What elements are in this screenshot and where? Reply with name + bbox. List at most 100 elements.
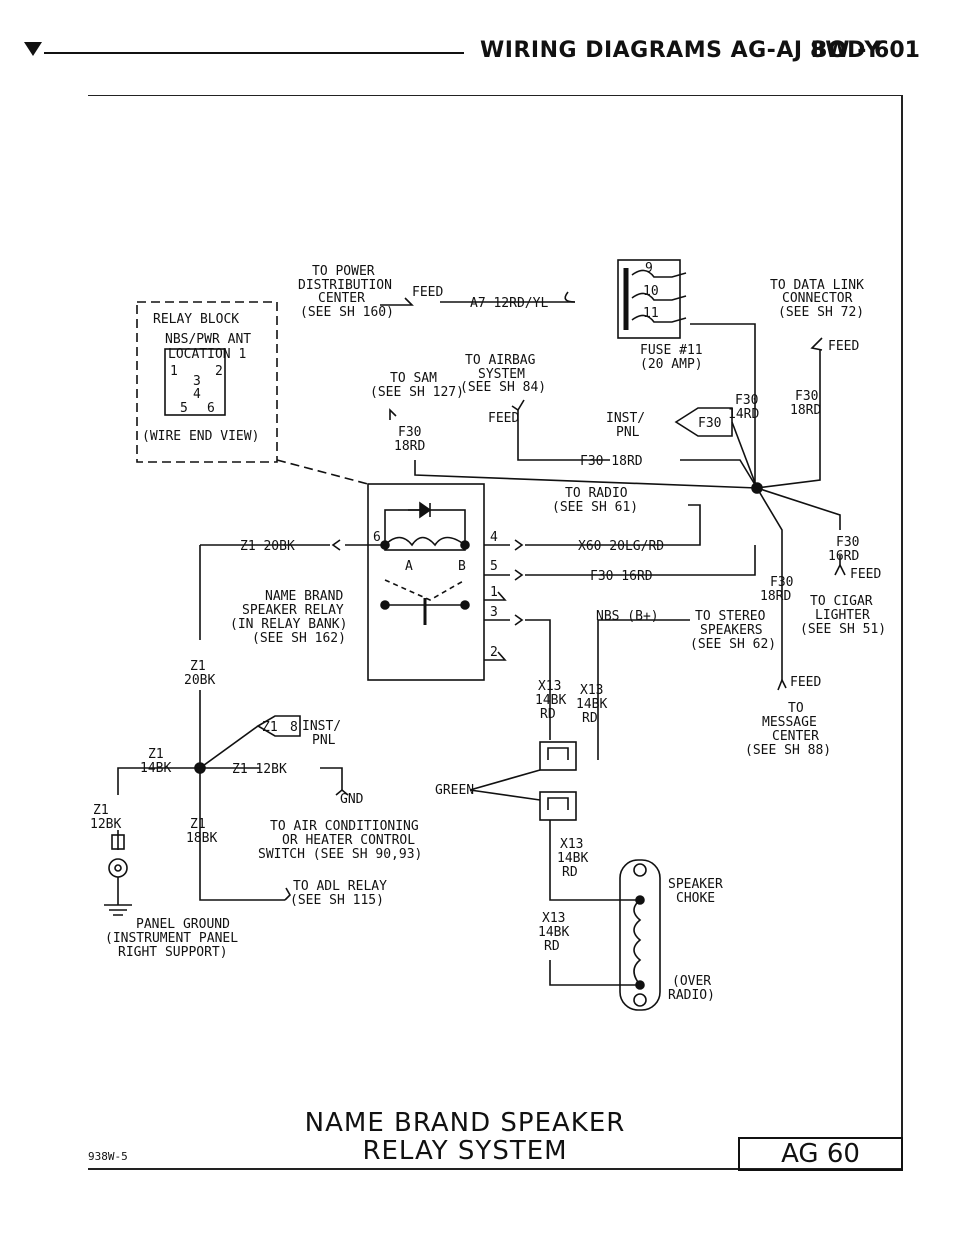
- sam-f30: F30: [398, 425, 421, 440]
- relay-contact-link: [384, 579, 466, 601]
- footer-title-line1: NAME BRAND SPEAKER: [304, 1108, 626, 1138]
- f30-16rd-right-wire: [756, 487, 841, 530]
- panel-ground-1: PANEL GROUND: [136, 917, 230, 932]
- z1-14bk-2: 14BK: [140, 761, 171, 776]
- relay-block-socket: [164, 348, 226, 416]
- relay-contact-a: A: [405, 559, 413, 574]
- fuse-num-9: 9: [645, 261, 653, 276]
- choke-1: SPEAKER: [668, 877, 723, 892]
- relay-pin-1: 1: [490, 585, 498, 600]
- relay-name-3: (IN RELAY BANK): [230, 617, 347, 632]
- green-label: GREEN: [435, 783, 474, 798]
- green-leader-lower: [469, 789, 541, 801]
- data-link-wire: [756, 350, 821, 489]
- relay-pin-4: 4: [490, 530, 498, 545]
- fuse-11-output-wire: [690, 323, 756, 488]
- green-connector-upper: [539, 741, 577, 771]
- airbag-1: TO AIRBAG: [465, 353, 536, 368]
- power-dist-2: DISTRIBUTION: [298, 278, 392, 293]
- over-radio-1: (OVER: [672, 974, 711, 989]
- x13-d-2: 14BK: [538, 925, 569, 940]
- f30-18rd-r2: 18RD: [790, 403, 821, 418]
- x60-wire: [525, 504, 701, 546]
- z1-12bk-left-1: Z1: [93, 803, 109, 818]
- wire-f30-18rd: F30 18RD: [580, 454, 643, 469]
- pin4-connector: [514, 539, 524, 551]
- relay-coil: [384, 536, 466, 547]
- message-feed: FEED: [790, 675, 821, 690]
- relay-name-2: SPEAKER RELAY: [242, 603, 344, 618]
- sam-to-splice: [414, 460, 758, 489]
- sam-1: TO SAM: [390, 371, 437, 386]
- relay-node-3: [460, 600, 470, 610]
- speaker-relay-box: [367, 483, 485, 681]
- inst-pnl-to-splice-z1: [199, 725, 259, 769]
- wire-a7: A7 12RD/YL: [470, 296, 548, 311]
- pin5-connector: [514, 569, 524, 581]
- f30-14rd-2: 14RD: [728, 407, 759, 422]
- f30-18rd-low-1: F30: [770, 575, 793, 590]
- wire-z1-12bk: Z1 12BK: [232, 762, 287, 777]
- relay-block-subtitle: NBS/PWR ANT: [165, 332, 251, 347]
- x13-b-3: RD: [582, 711, 598, 726]
- x13-c-1: X13: [560, 837, 583, 852]
- choke-coil: [633, 899, 642, 986]
- labels: RELAY BLOCK NBS/PWR ANT LOCATION 1 (WIRE…: [90, 261, 886, 1003]
- f30-16rd-right-1: F30: [836, 535, 859, 550]
- relay-name-1: NAME BRAND: [265, 589, 343, 604]
- relay-block-pinout: 1 2 3 4 5 6: [170, 364, 223, 416]
- ground-eyelet: [108, 858, 128, 878]
- radio-1: TO RADIO: [565, 486, 628, 501]
- relay-pin-3: 3: [490, 605, 498, 620]
- relay-pin-6: 6: [373, 530, 381, 545]
- fuse-10: [631, 292, 687, 301]
- power-dist-4: (SEE SH 160): [300, 305, 394, 320]
- power-dist-1: TO POWER: [312, 264, 375, 279]
- fuse-num-10: 10: [643, 284, 659, 299]
- relay-block-box: [136, 301, 278, 463]
- nbs-label: NBS (B+): [596, 609, 659, 624]
- relay-block-title: RELAY BLOCK: [153, 312, 239, 327]
- header-triangle-icon: [24, 42, 42, 56]
- pin3-connector: [514, 614, 524, 626]
- x13-d-1: X13: [542, 911, 565, 926]
- lower-plug-pins: [547, 797, 569, 810]
- z1-14bk-1: Z1: [148, 747, 164, 762]
- x13-lower-wire-2: [549, 960, 640, 986]
- power-feed-arrow: [380, 297, 414, 306]
- data-link-1: TO DATA LINK: [770, 278, 864, 293]
- airbag-2: SYSTEM: [478, 367, 525, 382]
- x13-a-2: 14BK: [535, 693, 566, 708]
- gnd-label: GND: [340, 792, 364, 807]
- airbag-feed-wire: [517, 410, 610, 461]
- choke-node-top: [635, 895, 645, 905]
- wire-f30-16rd: F30 16RD: [590, 569, 653, 584]
- z1-20bk-connector: [331, 539, 341, 551]
- airbag-to-splice: [680, 459, 758, 489]
- ground-terminal: [111, 834, 125, 850]
- airbag-feed-arrow: [511, 399, 525, 412]
- data-link-2: CONNECTOR: [782, 291, 853, 306]
- choke-2: CHOKE: [676, 891, 715, 906]
- adl-connector: [284, 887, 291, 901]
- a7-connector: [564, 291, 576, 303]
- cigar-feed: FEED: [850, 567, 881, 582]
- data-link-feed: FEED: [828, 339, 859, 354]
- header-title: WIRING DIAGRAMS AG-AJ BODY: [480, 38, 881, 63]
- fuse-9: [631, 269, 687, 278]
- relay-block-location: LOCATION 1: [168, 347, 246, 362]
- rb-pin-4: 4: [193, 387, 201, 402]
- cigar-2: LIGHTER: [815, 608, 870, 623]
- relay-diode-frame: [384, 509, 466, 551]
- ground-eyelet-hole: [114, 864, 122, 872]
- f30-16rd-wire: [525, 545, 756, 576]
- choke-mount-bottom: [633, 993, 647, 1007]
- inst-pnl-f30-tag: F30: [698, 416, 721, 431]
- sam-18rd: 18RD: [394, 439, 425, 454]
- rb-pin-6: 6: [207, 401, 215, 416]
- airbag-feed: FEED: [488, 411, 519, 426]
- fuse-block: [617, 259, 681, 339]
- panel-ground-2: (INSTRUMENT PANEL: [105, 931, 238, 946]
- upper-plug-pins: [547, 747, 569, 760]
